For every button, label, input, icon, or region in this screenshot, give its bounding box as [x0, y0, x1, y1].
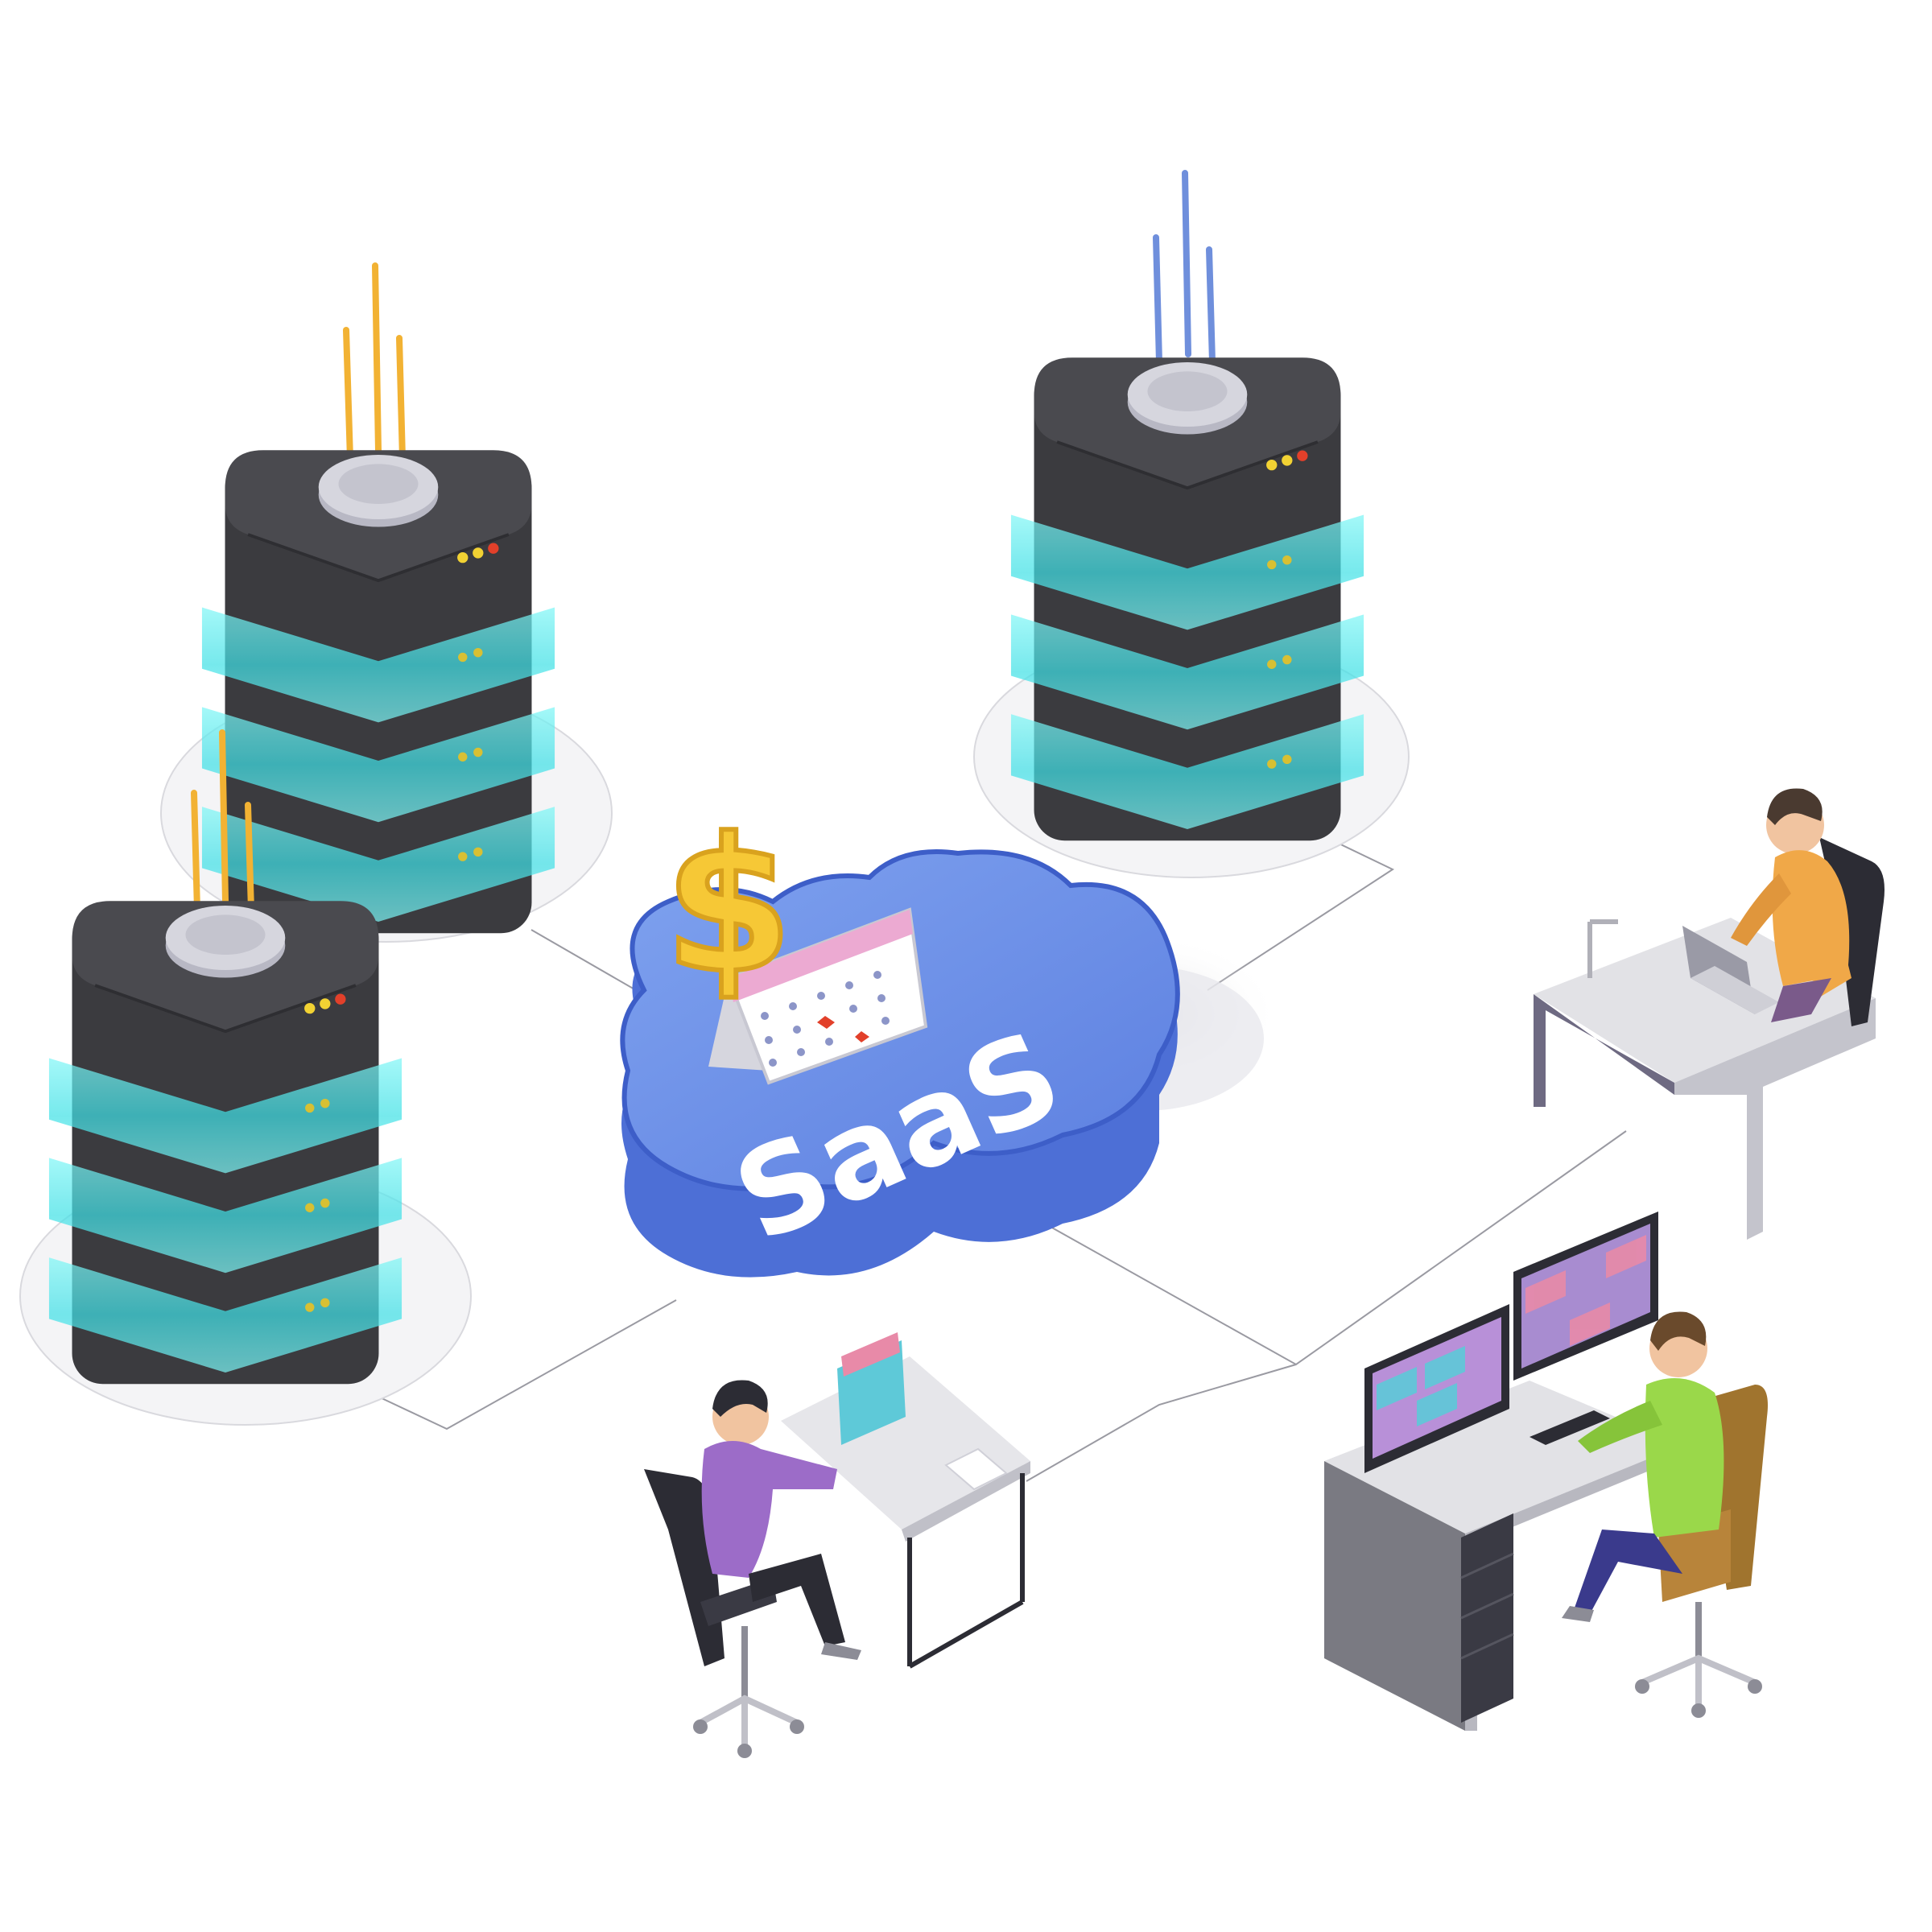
server-tower-bottom-left [47, 729, 403, 1386]
currency-symbol: $ [664, 799, 793, 1014]
server-tower-top-left [200, 262, 556, 935]
person-icon [701, 1380, 861, 1660]
antenna-yellow [191, 729, 254, 913]
person-icon [1562, 1311, 1724, 1622]
workstation-orange [1534, 788, 1885, 1240]
monitor-icon [1364, 1304, 1509, 1473]
person-icon [1731, 788, 1850, 1022]
antenna-yellow [343, 262, 406, 462]
monitor-icon [837, 1332, 906, 1445]
workstation-purple [644, 1332, 1030, 1758]
dollar-icon: $ [662, 797, 795, 1017]
server-icon [1009, 356, 1365, 843]
workstation-green [1324, 1212, 1768, 1731]
saas-cloud: SaaS [620, 849, 1264, 1278]
server-tower-top-right [1009, 170, 1365, 843]
laptop-icon [1682, 926, 1779, 1014]
antenna-blue [1153, 170, 1216, 365]
server-icon [200, 448, 556, 935]
monitor-icon [1513, 1212, 1658, 1381]
server-icon [47, 899, 403, 1386]
calendar-icon [708, 907, 928, 1085]
